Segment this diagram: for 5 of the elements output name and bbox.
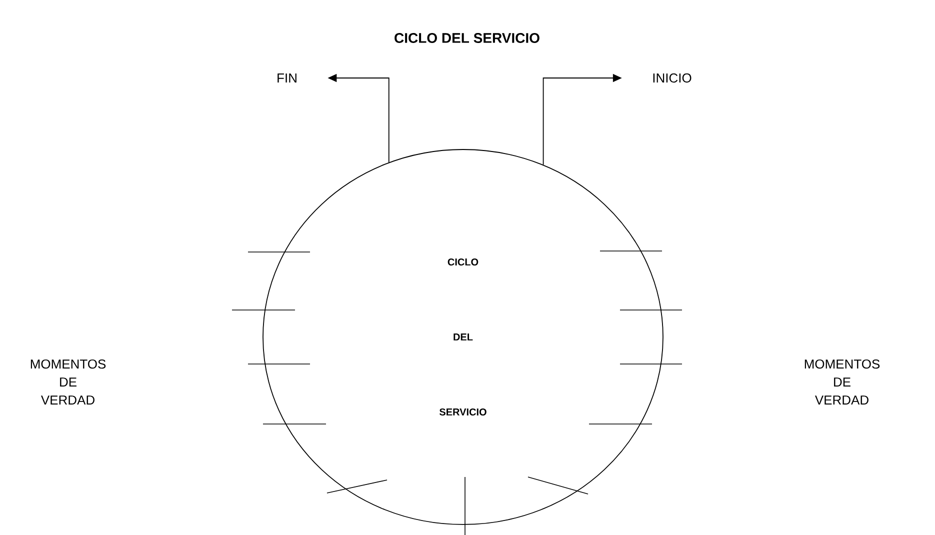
side-label: MOMENTOS DE VERDAD	[804, 359, 880, 405]
end-label: FIN	[278, 74, 296, 82]
title: CICLO DEL SERVICIO	[394, 33, 540, 43]
side-label: MOMENTOS DE VERDAD	[30, 359, 106, 405]
start-label: INICIO	[653, 73, 692, 83]
